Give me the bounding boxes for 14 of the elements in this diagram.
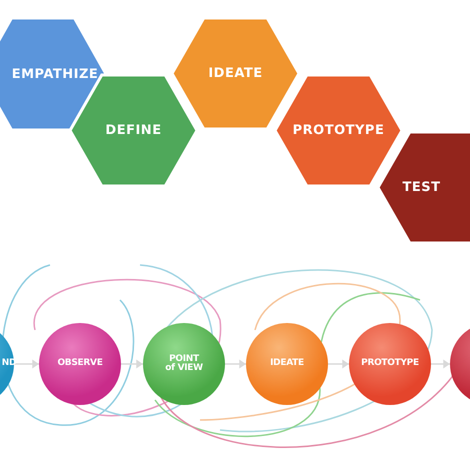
arrow xyxy=(121,360,143,368)
stage-label: PROTOTYPE xyxy=(292,123,384,138)
stage-label: IDEATE xyxy=(208,66,263,81)
stage-label: TEST xyxy=(402,180,440,195)
stage-circle xyxy=(246,323,328,405)
stage-label: IDEATE xyxy=(270,359,304,369)
arrow xyxy=(14,360,39,368)
stage-label: DEFINE xyxy=(105,123,162,138)
arrow xyxy=(431,360,450,368)
arrow xyxy=(225,360,246,368)
stage-label: EMPATHIZE xyxy=(12,66,98,82)
stage-label: POINT of VIEW xyxy=(164,354,204,374)
stage-label: PROTOTYPE xyxy=(361,359,419,369)
stage-label: OBSERVE xyxy=(57,359,103,369)
